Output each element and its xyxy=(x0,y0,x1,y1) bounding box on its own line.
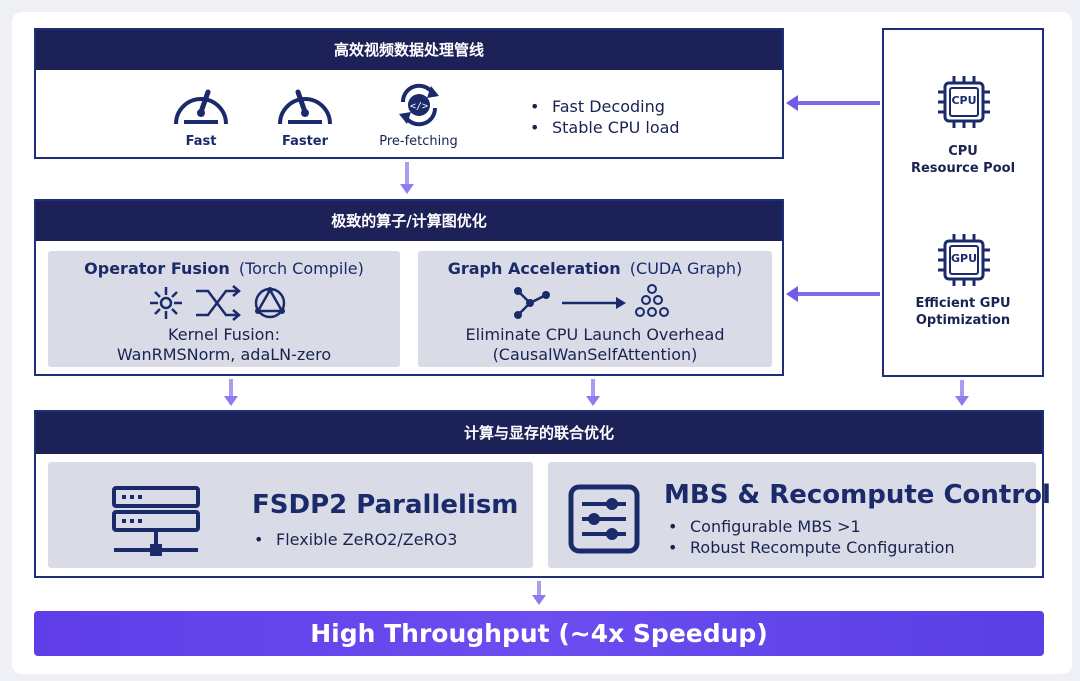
arrow-operator-memory-right xyxy=(591,379,595,396)
fsdp-title: FSDP2 Parallelism xyxy=(252,490,519,520)
mbs-bullet-2: Robust Recompute Configuration xyxy=(668,537,955,558)
code-refresh-icon: </> xyxy=(398,83,439,127)
arrow-head xyxy=(786,95,798,111)
cpu-label-2: Resource Pool xyxy=(910,161,1016,176)
arrow-head xyxy=(586,396,600,406)
speedometer-icon xyxy=(174,89,228,125)
operator-fusion-panel: Operator Fusion (Torch Compile) Kernel F… xyxy=(48,251,400,367)
arrow-head xyxy=(224,396,238,406)
pipeline-title: 高效视频数据处理管线 xyxy=(36,30,782,70)
pipeline-bullets: Fast Decoding Stable CPU load xyxy=(530,96,680,138)
arrow-cpu-to-pipeline xyxy=(798,101,880,105)
prefetching-label: Pre-fetching xyxy=(379,134,458,149)
fusion-desc-2: WanRMSNorm, adaLN-zero xyxy=(116,345,332,364)
arrow-head xyxy=(786,286,798,302)
gpu-chip-icon xyxy=(938,234,990,286)
graph-icon xyxy=(514,284,669,319)
operator-fusion-subtitle: (Torch Compile) xyxy=(238,259,364,278)
arrow-head xyxy=(400,184,414,194)
prefetching-item: </> Pre-fetching xyxy=(371,82,466,149)
operator-box: 极致的算子/计算图优化 Operator Fusion (Torch Compi… xyxy=(34,199,784,376)
fsdp-panel: FSDP2 Parallelism Flexible ZeRO2/ZeRO3 xyxy=(48,462,533,568)
memory-title: 计算与显存的联合优化 xyxy=(36,412,1042,454)
gpu-label-2: Optimization xyxy=(915,313,1011,328)
fsdp-bullet: Flexible ZeRO2/ZeRO3 xyxy=(254,530,761,549)
arrow-gpu-to-operator xyxy=(798,292,880,296)
bullet-stable-cpu: Stable CPU load xyxy=(530,117,680,138)
memory-box: 计算与显存的联合优化 FSDP2 Parallelism Flexible Ze… xyxy=(34,410,1051,578)
cpu-chip-text: CPU xyxy=(951,94,977,107)
graph-acceleration-subtitle: (CUDA Graph) xyxy=(629,259,743,278)
server-icon xyxy=(112,486,200,556)
arrow-head xyxy=(955,396,969,406)
mbs-bullet-1: Configurable MBS >1 xyxy=(668,516,955,537)
bullet-fast-decoding: Fast Decoding xyxy=(530,96,680,117)
gpu-label-1: Efficient GPU xyxy=(915,296,1011,311)
arrow-pipeline-operator xyxy=(405,162,409,184)
arrow-column-memory xyxy=(960,380,964,396)
mbs-title: MBS & Recompute Control xyxy=(664,480,1051,510)
fusion-icon xyxy=(150,285,286,321)
cpu-chip-icon xyxy=(938,76,990,128)
speedometer-icon xyxy=(278,89,332,125)
svg-text:</>: </> xyxy=(409,101,427,112)
operator-fusion-title: Operator Fusion xyxy=(84,259,230,278)
mbs-bullets: Configurable MBS >1 Robust Recompute Con… xyxy=(668,516,955,558)
operator-title: 极致的算子/计算图优化 xyxy=(36,201,782,241)
pipeline-box: 高效视频数据处理管线 Fast Faster </> Pre-fet xyxy=(34,28,784,159)
faster-item: Faster xyxy=(270,82,340,149)
arrow-head xyxy=(532,595,546,605)
faster-label: Faster xyxy=(281,134,329,149)
result-label: High Throughput (~4x Speedup) xyxy=(310,619,768,648)
arrow-operator-memory-left xyxy=(229,379,233,396)
operator-fusion-heading: Operator Fusion (Torch Compile) xyxy=(48,259,400,278)
result-bar: High Throughput (~4x Speedup) xyxy=(34,611,1044,656)
cpu-label-1: CPU xyxy=(948,144,978,159)
fusion-desc-1: Kernel Fusion: xyxy=(168,325,280,344)
graph-desc-1: Eliminate CPU Launch Overhead xyxy=(465,325,725,344)
graph-acceleration-title: Graph Acceleration xyxy=(447,259,621,278)
gpu-chip-text: GPU xyxy=(950,252,978,265)
graph-acceleration-heading: Graph Acceleration (CUDA Graph) xyxy=(418,259,772,278)
graph-desc-2: (CausalWanSelfAttention) xyxy=(492,345,698,364)
graph-acceleration-panel: Graph Acceleration (CUDA Graph) Eliminat… xyxy=(418,251,772,367)
fast-item: Fast xyxy=(166,82,236,149)
sliders-icon xyxy=(568,484,640,554)
arrow-memory-result xyxy=(537,581,541,595)
fast-label: Fast xyxy=(185,134,217,149)
mbs-panel: MBS & Recompute Control Configurable MBS… xyxy=(548,462,1051,568)
resource-column: CPU CPU Resource Pool GPU Efficient GPU … xyxy=(882,28,1044,377)
